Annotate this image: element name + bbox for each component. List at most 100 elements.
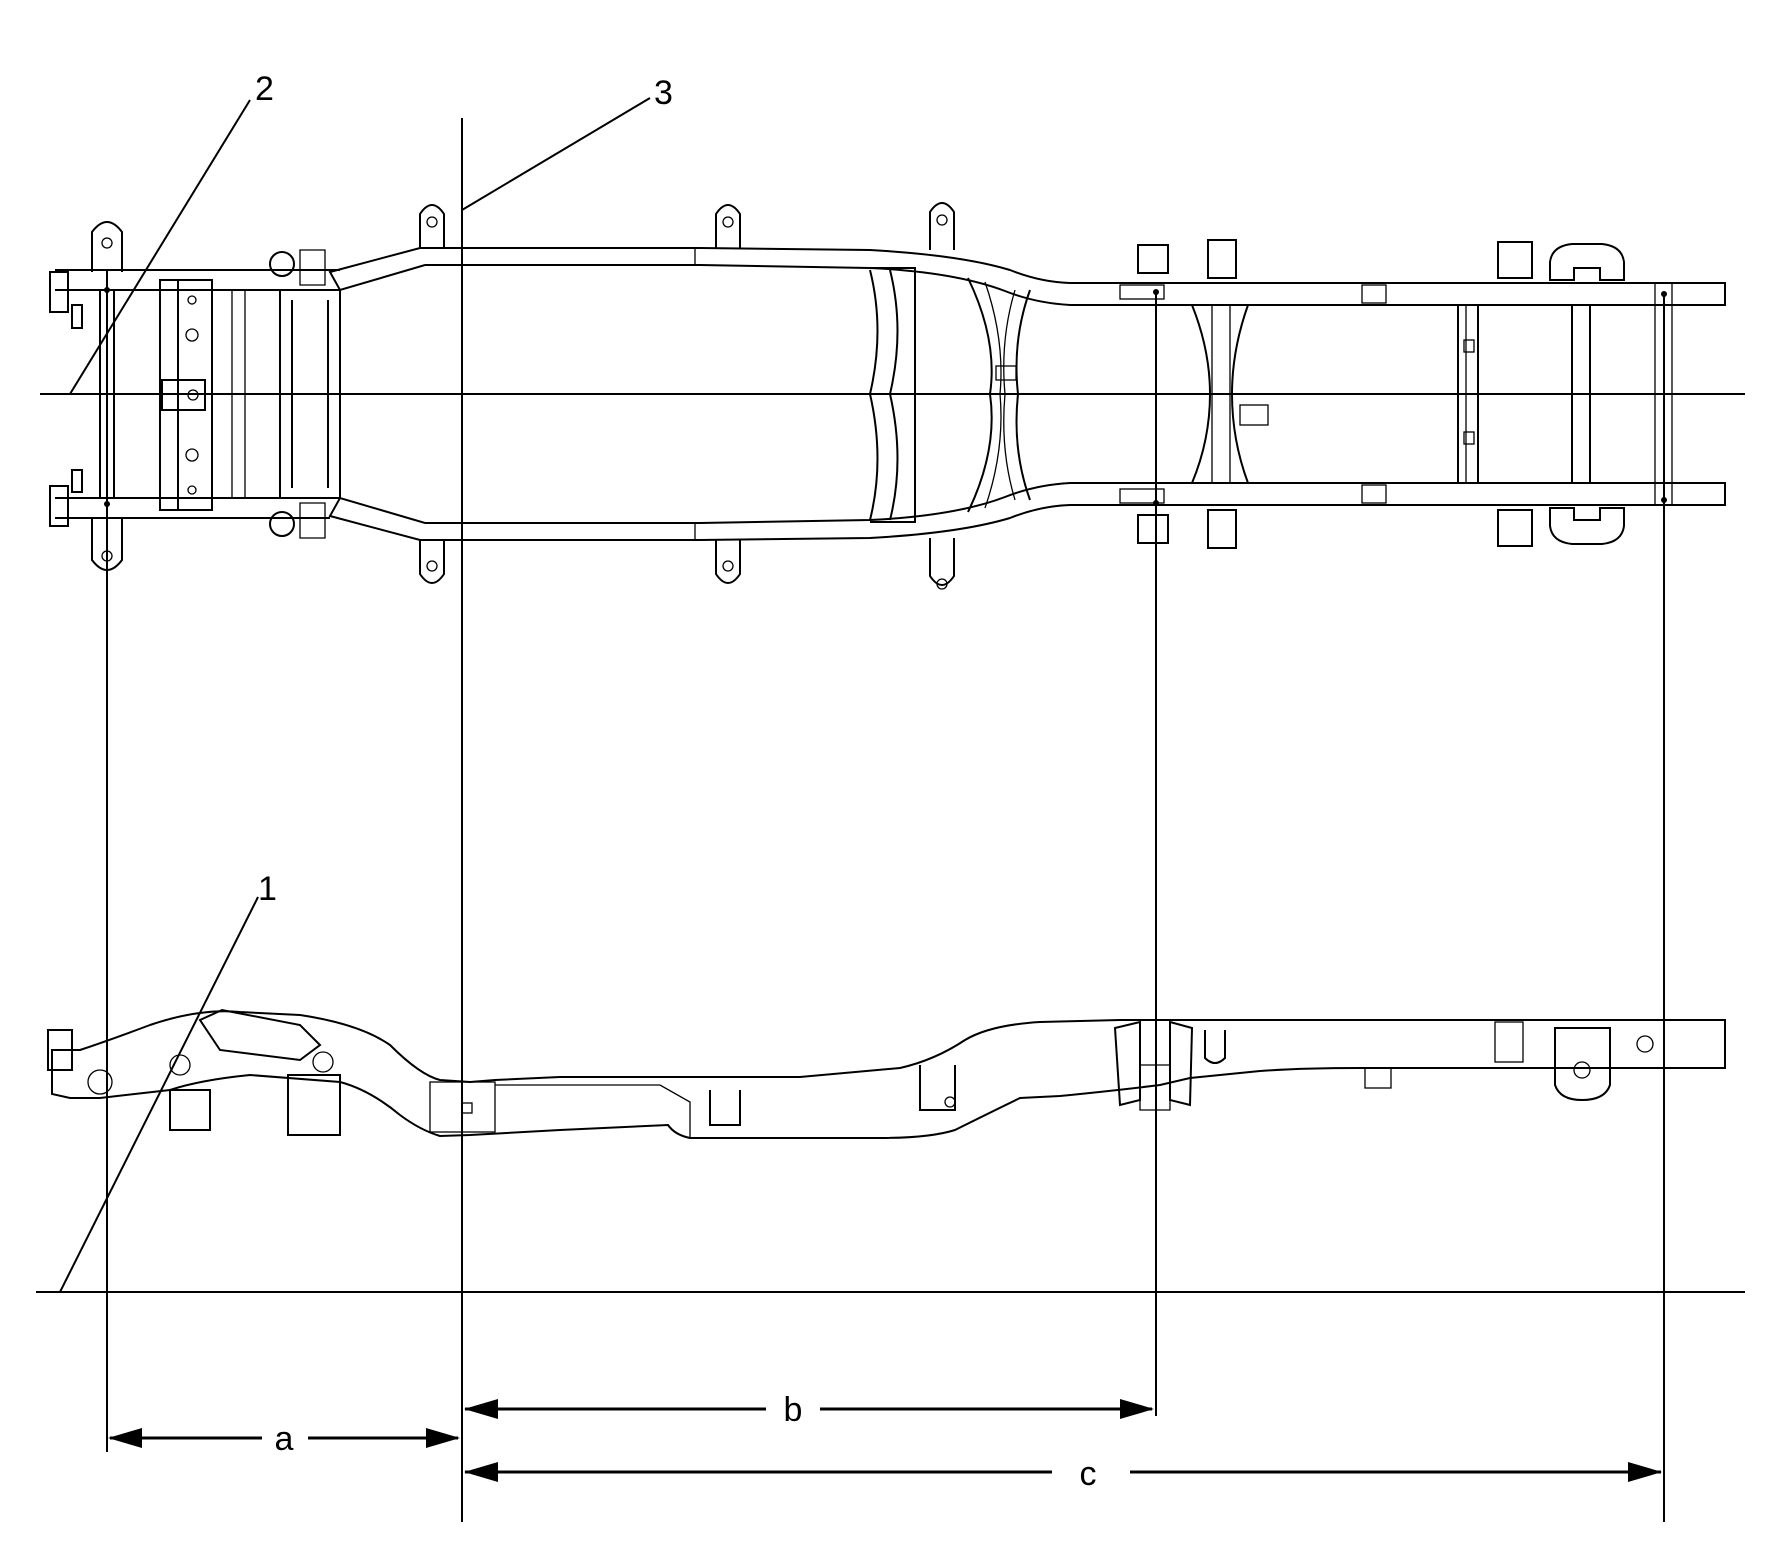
leader-1 (59, 896, 259, 1293)
upper-control-arm-mount-lower (269, 511, 295, 537)
rail-bracket-2 (1361, 484, 1387, 504)
side-rear-spring-hanger (1113, 1020, 1194, 1107)
side-rail-reinforce (495, 1084, 691, 1138)
rear-axle-crossmember (1191, 304, 1249, 484)
front-crossmember-hole-3 (187, 295, 197, 305)
transmission-crossmember (868, 269, 899, 521)
rear-shock-mount-lower (1207, 509, 1237, 549)
body-mount-2-lower-hole (722, 560, 734, 572)
body-mount-1-lower-hole (426, 560, 438, 572)
dim-a-right-arrow (426, 1428, 460, 1448)
side-bracket-u (709, 1090, 741, 1126)
rear-spring-hanger-upper-1 (1137, 244, 1169, 274)
front-mount-hole-upper (101, 237, 113, 249)
dim-b-left-arrow (464, 1399, 498, 1419)
dimension-b: b (464, 1391, 1154, 1429)
mid-crossmember-2-inner (984, 281, 1016, 509)
dimension-c: c (464, 1455, 1662, 1493)
leader-3 (461, 97, 651, 211)
front-crossmember-long (99, 290, 115, 498)
side-rear-hanger (1494, 1021, 1524, 1063)
side-mount-tab (461, 1102, 473, 1114)
body-mount-3-lower-hole (936, 578, 948, 590)
body-mount-1-upper (419, 204, 445, 248)
rear-spring-hanger-lower-1 (1137, 514, 1169, 544)
ref-point-front-upper (104, 287, 110, 293)
rail-bracket-3 (1119, 284, 1165, 300)
front-crossmember-plate-2 (159, 279, 179, 511)
dim-label-b: b (784, 1391, 803, 1429)
dimension-a: a (108, 1420, 460, 1458)
callout-leaders (59, 97, 651, 1293)
front-bracket-upper (299, 249, 326, 286)
ref-point-front-lower (104, 501, 110, 507)
body-mount-3-lower (929, 538, 955, 586)
front-mount-hole-lower (101, 550, 113, 562)
front-crossmember-hole-1 (185, 328, 199, 342)
rear-axle-bracket (1239, 404, 1269, 426)
rear-spring-hanger-lower-2 (1497, 509, 1533, 547)
body-mount-1-upper-hole (426, 216, 438, 228)
callout-1: 1 (258, 870, 277, 908)
front-crossmember-hole-4 (187, 485, 197, 495)
second-crossmember (279, 289, 341, 499)
mid-crossmember-2 (967, 277, 1031, 513)
side-front-control-arm (198, 1008, 322, 1062)
body-mount-2-upper (715, 204, 741, 248)
front-mount-tab-upper (91, 221, 123, 272)
rear-crossmember-slot-2 (1463, 431, 1475, 445)
side-rail-section-1 (429, 1081, 496, 1133)
dim-label-a: a (275, 1420, 294, 1458)
second-crossmember-brace (231, 290, 246, 498)
front-bracket-lower (299, 502, 326, 539)
ref-point-b-upper (1153, 289, 1159, 295)
frame-top-view (49, 202, 1726, 590)
dim-c-right-arrow (1628, 1462, 1662, 1482)
side-rear-slot (1204, 1030, 1226, 1064)
front-end-bracket-upper (49, 271, 83, 329)
lower-side-rail (328, 482, 1726, 541)
callout-3: 3 (654, 74, 673, 112)
dim-c-left-arrow (464, 1462, 498, 1482)
rear-shock-mount-upper (1207, 239, 1237, 279)
ref-point-c-lower (1661, 497, 1667, 503)
front-crossmember-hole-2 (185, 448, 199, 462)
side-front-spring-seat (169, 1089, 211, 1131)
rear-axle-crossmember-inner (1211, 305, 1231, 483)
rail-bracket-1 (1361, 284, 1387, 304)
front-end-bracket-lower (49, 469, 83, 527)
rear-crossmember-2 (1571, 305, 1591, 483)
dim-b-right-arrow (1120, 1399, 1154, 1419)
side-rear-bump-stop (1364, 1067, 1392, 1089)
leader-2 (69, 99, 251, 395)
rear-end-bar (1654, 283, 1673, 505)
body-mount-2-lower (715, 540, 741, 584)
side-front-shock-mount (287, 1074, 341, 1136)
callout-2: 2 (255, 70, 274, 108)
front-mount-tab-lower (91, 518, 123, 571)
rear-shackle-lower (1549, 507, 1625, 545)
side-front-bumper-bracket (47, 1029, 73, 1071)
side-front-pivot-2 (312, 1051, 334, 1073)
dim-a-left-arrow (108, 1428, 142, 1448)
rear-spring-hanger-upper-2 (1497, 241, 1533, 279)
front-crossmember-center (161, 379, 206, 411)
upper-side-rail (328, 247, 1726, 306)
side-front-mount-hole (87, 1069, 113, 1095)
upper-control-arm-mount-upper (269, 251, 295, 277)
side-rail-bolt (944, 1096, 956, 1108)
side-rear-end-hole (1636, 1035, 1654, 1053)
side-rear-hanger-link (1139, 1064, 1171, 1111)
body-mount-3-upper (929, 202, 955, 250)
side-rail-outline (51, 1010, 1726, 1139)
body-mount-1-lower (419, 540, 445, 584)
mid-crossmember-frame (870, 267, 916, 523)
body-mount-2-upper-hole (722, 216, 734, 228)
side-rear-shackle-bracket (1554, 1027, 1611, 1102)
rear-crossmember-slot-1 (1463, 339, 1475, 353)
frame-side-view (47, 1008, 1726, 1139)
mid-crossmember-2-clamp (995, 365, 1017, 381)
side-bracket-u-2 (919, 1065, 956, 1111)
side-rear-shackle-hole (1573, 1061, 1591, 1079)
